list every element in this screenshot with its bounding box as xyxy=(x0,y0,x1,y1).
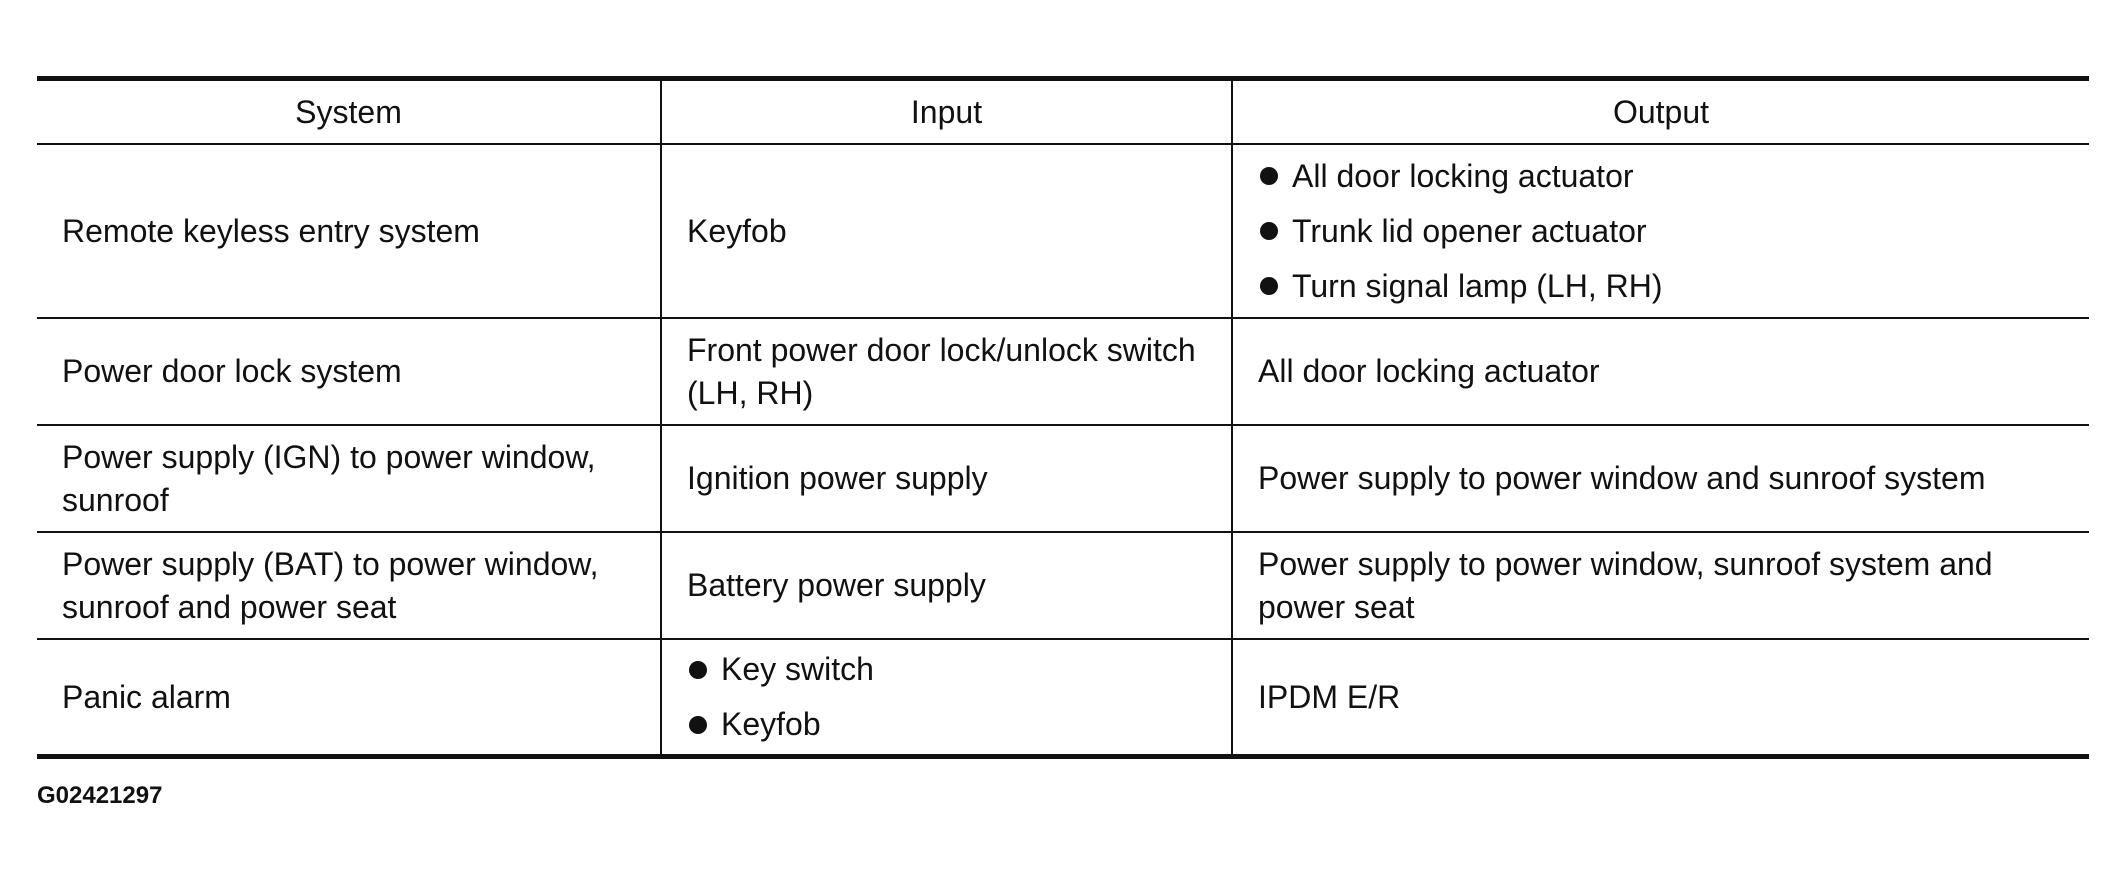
header-input: Input xyxy=(660,78,1232,145)
cell-input: Ignition power supply xyxy=(660,424,1232,532)
cell-output: IPDM E/R xyxy=(1231,638,2089,757)
bullet-item: Keyfob xyxy=(687,697,1207,752)
system-io-table: System Input Output Remote keyless entry… xyxy=(37,76,2089,759)
bullet-text: Keyfob xyxy=(721,706,821,742)
cell-system: Power supply (IGN) to power window, sunr… xyxy=(37,424,661,532)
table-row: Power supply (BAT) to power window, sunr… xyxy=(37,531,2089,639)
figure-code: G02421297 xyxy=(37,782,163,809)
cell-output: All door locking actuator Trunk lid open… xyxy=(1231,143,2089,318)
cell-output: Power supply to power window and sunroof… xyxy=(1231,424,2089,532)
bullet-text: Key switch xyxy=(721,651,874,687)
cell-system: Panic alarm xyxy=(37,638,661,757)
table-row: Power door lock system Front power door … xyxy=(37,317,2089,425)
bullet-item: All door locking actuator xyxy=(1258,149,2065,204)
table-row: Panic alarm Key switch Keyfob IPDM E/R xyxy=(37,638,2089,757)
bullet-item: Key switch xyxy=(687,642,1207,697)
bullet-text: Turn signal lamp (LH, RH) xyxy=(1292,267,1663,304)
output-bullet-list: All door locking actuator Trunk lid open… xyxy=(1258,149,2065,314)
cell-output: All door locking actuator xyxy=(1231,317,2089,425)
spec-table-container: System Input Output Remote keyless entry… xyxy=(37,76,2089,759)
cell-input: Keyfob xyxy=(660,143,1232,318)
input-bullet-list: Key switch Keyfob xyxy=(687,642,1207,752)
cell-input: Front power door lock/unlock switch (LH,… xyxy=(660,317,1232,425)
header-output: Output xyxy=(1231,78,2089,145)
cell-input: Key switch Keyfob xyxy=(660,638,1232,757)
bullet-item: Trunk lid opener actuator xyxy=(1258,204,2065,259)
cell-system: Remote keyless entry system xyxy=(37,143,661,318)
cell-system: Power supply (BAT) to power window, sunr… xyxy=(37,531,661,639)
cell-input: Battery power supply xyxy=(660,531,1232,639)
bullet-item: Turn signal lamp (LH, RH) xyxy=(1258,259,2065,314)
cell-system: Power door lock system xyxy=(37,317,661,425)
cell-output: Power supply to power window, sunroof sy… xyxy=(1231,531,2089,639)
table-header-row: System Input Output xyxy=(37,78,2089,145)
header-system: System xyxy=(37,78,661,145)
table-row: Power supply (IGN) to power window, sunr… xyxy=(37,424,2089,532)
table-row: Remote keyless entry system Keyfob All d… xyxy=(37,143,2089,318)
bullet-text: All door locking actuator xyxy=(1292,157,1634,194)
bullet-text: Trunk lid opener actuator xyxy=(1292,212,1647,249)
